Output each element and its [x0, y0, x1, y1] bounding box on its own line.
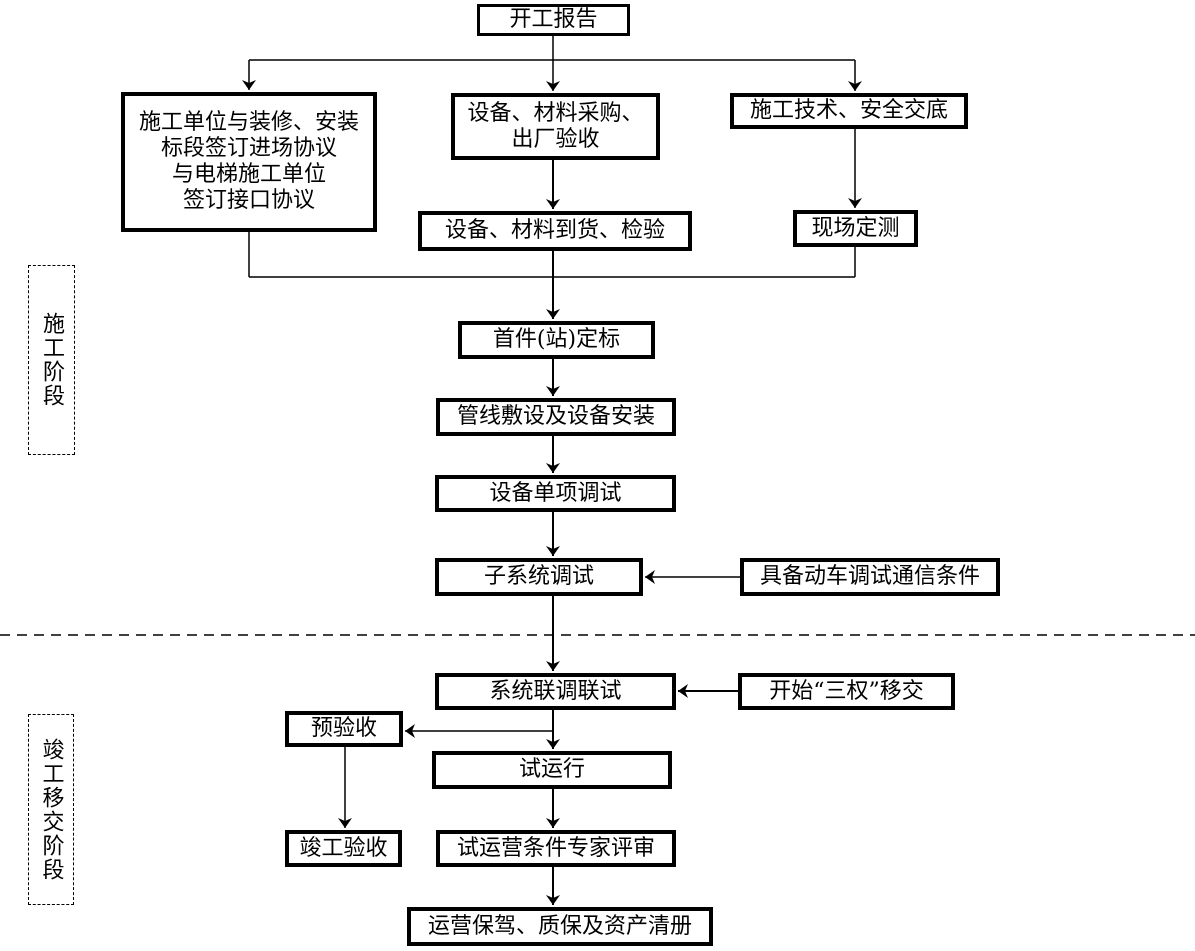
node-expert-review[interactable]: 试运营条件专家评审 — [436, 830, 676, 867]
node-start-report[interactable]: 开工报告 — [477, 4, 630, 36]
node-completion-acceptance[interactable]: 竣工验收 — [285, 830, 402, 867]
node-three-rights-handover[interactable]: 开始“三权”移交 — [738, 673, 955, 710]
node-pre-acceptance[interactable]: 预验收 — [285, 711, 403, 747]
node-agreements[interactable]: 施工单位与装修、安装 标段签订进场协议 与电梯施工单位 签订接口协议 — [121, 92, 377, 232]
node-arrival-inspection[interactable]: 设备、材料到货、检验 — [418, 211, 692, 251]
node-procurement[interactable]: 设备、材料采购、 出厂验收 — [451, 93, 660, 160]
node-trial-run[interactable]: 试运行 — [432, 751, 672, 789]
node-subsystem-debug[interactable]: 子系统调试 — [435, 558, 643, 596]
node-site-survey[interactable]: 现场定测 — [793, 210, 918, 247]
phase-label-completion: 竣工移交阶段 — [28, 714, 74, 905]
node-first-station[interactable]: 首件(站)定标 — [458, 321, 655, 359]
node-tech-briefing[interactable]: 施工技术、安全交底 — [730, 93, 968, 129]
node-unit-debug[interactable]: 设备单项调试 — [435, 475, 676, 512]
node-train-comm-ready[interactable]: 具备动车调试通信条件 — [740, 558, 1000, 596]
phase-label-construction: 施工阶段 — [28, 265, 75, 455]
node-pipeline-install[interactable]: 管线敷设及设备安装 — [436, 398, 676, 436]
node-system-joint-debug[interactable]: 系统联调联试 — [435, 673, 676, 710]
node-operation-support[interactable]: 运营保驾、质保及资产清册 — [407, 907, 713, 946]
